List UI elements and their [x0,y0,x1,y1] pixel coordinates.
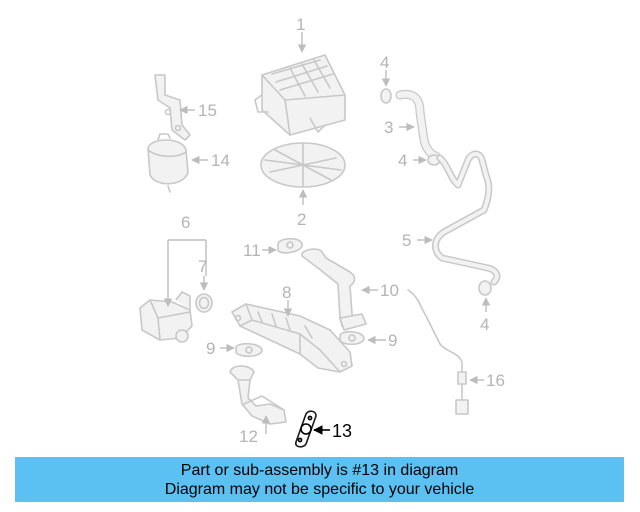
callout-13: 13 [332,421,352,441]
callout-12: 12 [239,427,258,446]
part-13-gasket-highlighted [294,410,317,448]
callout-3: 3 [384,118,393,137]
banner-line-part: Part or sub-assembly is #13 in diagram [180,461,459,479]
callout-5: 5 [402,231,411,250]
callout-11: 11 [243,241,261,260]
part-4-clamp-bottom [478,280,492,296]
callout-9-left: 9 [206,339,215,358]
part-7-o-ring [195,293,213,313]
callout-8: 8 [282,283,291,302]
part-1-filter-housing [254,54,346,136]
part-10-egr-tube [301,248,367,331]
part-4-clamp-top [380,88,392,104]
part-16-sensor [407,289,469,415]
part-9-gasket-left [235,342,263,358]
part-8-cooler [231,303,353,373]
part-12-pipe [229,365,287,425]
callout-15: 15 [198,101,217,120]
callout-4-bottom: 4 [480,315,489,334]
callout-9-right: 9 [388,331,397,350]
callout-10: 10 [380,281,399,300]
callout-14: 14 [211,151,230,170]
callout-6: 6 [181,213,190,232]
part-6-valve [139,291,193,343]
callout-7: 7 [198,257,207,276]
callout-2: 2 [297,210,306,229]
parts-diagram: 1 2 15 14 4 3 4 5 4 [139,15,505,448]
part-9-gasket-right [339,330,365,346]
info-banner: Part or sub-assembly is #13 in diagram D… [15,457,624,502]
callout-4-middle: 4 [398,151,407,170]
callout-1: 1 [296,15,305,34]
part-3-hose [395,89,441,161]
banner-line-disclaimer: Diagram may not be specific to your vehi… [164,480,475,498]
part-11-gasket [277,237,303,254]
part-5-pipe [432,150,501,286]
callout-16: 16 [486,371,505,390]
part-14-reservoir [147,133,189,193]
part-2-filter-element [260,142,346,188]
part-15-bracket [154,74,191,141]
callout-4-top: 4 [380,53,389,72]
